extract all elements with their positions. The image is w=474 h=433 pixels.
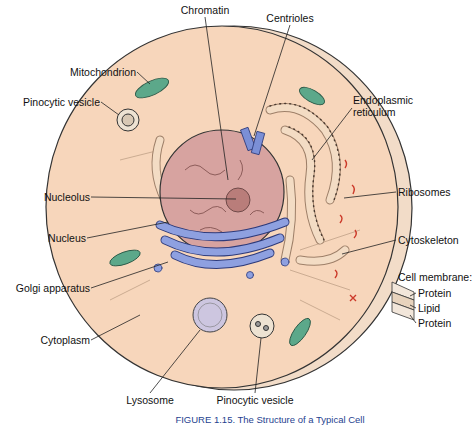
pinocytic-vesicle [264,326,269,331]
leader-line [205,17,228,180]
nucleus [200,227,222,232]
part-label: Cytoplasm [0,334,90,346]
golgi-apparatus [175,253,270,265]
leader-line [87,17,416,393]
ribosome [345,160,347,168]
part-label: Cytoskeleton [398,234,474,246]
part-label: Ribosomes [398,186,474,198]
endoplasmic-reticulum [300,250,345,261]
cell-body [46,26,414,390]
golgi-apparatus [160,222,285,237]
nucleus [160,130,284,254]
leader-line [87,222,168,238]
nucleus [190,206,226,214]
leader-line [150,330,200,393]
part-label: Chromatin [160,4,250,16]
leader-line [91,197,236,199]
part-label: Cell membrane: [398,271,474,283]
cell-body [392,302,414,320]
mitochondrion [108,247,142,269]
pinocytic-vesicle [250,314,274,338]
pinocytic-vesicle [117,109,139,131]
nucleus [250,210,264,215]
endoplasmic-reticulum [289,127,324,240]
centriole [251,131,264,154]
golgi-apparatus [154,222,289,279]
ribosome [335,270,337,278]
figure-caption: FIGURE 1.15. The Structure of a Typical … [120,414,420,426]
ribosome [354,230,356,238]
ribosome [350,295,356,301]
nucleus [185,160,264,232]
nucleus [160,130,284,254]
part-label: Protein [418,287,474,299]
leader-line [255,338,261,393]
cell-body [46,26,398,388]
ribosome [340,215,342,223]
leader-line [342,240,396,254]
lysosome [193,298,227,332]
golgi-apparatus [160,222,285,265]
golgi-apparatus [247,272,254,279]
nucleus [185,165,225,175]
nucleus [238,160,243,180]
pinocytic-vesicle [122,114,134,126]
part-label: Pinocytic vesicle [195,394,315,406]
golgi-apparatus [160,222,285,265]
part-label: Nucleolus [0,191,90,203]
endoplasmic-reticulum [156,104,345,262]
pinocytic-vesicle [256,322,261,327]
leader-line [312,108,352,160]
golgi-apparatus [281,258,289,266]
leader-line [344,192,396,198]
part-label: Endoplasmic reticulum [353,94,423,118]
part-label: Lipid [418,302,474,314]
endoplasmic-reticulum [300,250,345,261]
mitochondrion [297,84,327,108]
lysosome [193,298,227,332]
cytoskeleton [300,230,360,250]
ribosome [335,160,356,301]
lysosome [198,303,222,327]
centriole [240,127,264,154]
nucleolus [226,188,250,212]
part-label: Nucleus [0,232,86,244]
mitochondrion [133,74,172,102]
leader-line [137,72,150,84]
ribosome [352,185,354,194]
part-label: Mitochondrion [30,66,136,78]
leader-line [410,293,416,323]
leader-line [101,102,119,115]
cytoskeleton [290,270,350,290]
cytoskeleton [300,300,340,320]
endoplasmic-reticulum [156,108,345,262]
leader-line [254,25,290,136]
part-label: Protein [418,317,474,329]
mitochondrion [108,74,327,348]
leader-line [91,262,168,288]
part-label: Lysosome [110,394,190,406]
part-label: Centrioles [250,12,330,24]
cytoskeleton [110,280,150,300]
pinocytic-vesicle [117,109,274,338]
endoplasmic-reticulum [156,108,345,262]
golgi-apparatus [165,238,280,252]
golgi-apparatus [160,222,285,237]
part-label: Pinocytic vesicle [0,96,100,108]
part-label: Golgi apparatus [0,282,90,294]
golgi-apparatus [154,258,289,279]
mitochondrion [286,315,314,348]
leader-line [91,315,140,340]
